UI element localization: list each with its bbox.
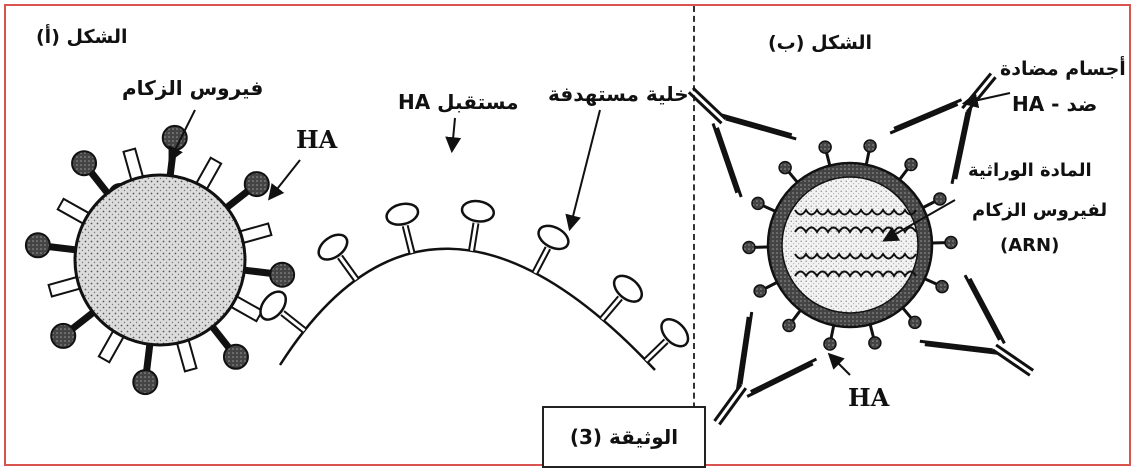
rna-strand: [794, 270, 917, 278]
ha-knob-b: [823, 337, 837, 351]
ha-knob-b: [944, 235, 958, 250]
document-caption-box: الوثيقة (3): [542, 406, 706, 468]
ha-knob-b: [935, 279, 949, 294]
antibody-arm: [954, 107, 973, 180]
antibody-arm: [720, 113, 793, 137]
ha-spike-b: [924, 277, 939, 286]
target-cell: [259, 199, 690, 371]
antibody-arm: [711, 123, 739, 194]
ha-knob-b: [904, 157, 918, 172]
antibody-arm: [725, 117, 797, 141]
antibody-stem: [713, 383, 743, 422]
antibody-stem: [687, 91, 723, 125]
antibody: [713, 311, 818, 426]
ha-knob-b: [751, 196, 765, 211]
antibody-arm: [746, 362, 814, 398]
figure-a-title: الشكل (أ): [36, 26, 128, 48]
ha-knob-b: [868, 336, 882, 350]
rna-strand: [794, 208, 917, 216]
ha-spike-b: [922, 199, 937, 209]
receptor-stem-core: [281, 311, 306, 332]
antibody-arm: [893, 98, 963, 130]
antibody-stem: [691, 86, 727, 120]
antibody-arm: [715, 127, 743, 198]
ha-knob-b: [782, 318, 796, 333]
ha-spike-b: [898, 167, 910, 181]
ha-knob: [132, 369, 159, 396]
ha-spike-b: [829, 325, 836, 340]
receptor-head: [537, 224, 570, 251]
antibody: [919, 274, 1035, 377]
antibody-arm: [950, 111, 969, 185]
ha-knob: [243, 171, 270, 198]
genetic-label-line1: المادة الوراثية: [968, 160, 1092, 181]
receptor-stem-core: [644, 340, 668, 362]
document-caption: الوثيقة (3): [569, 425, 679, 449]
antibody-arm: [968, 277, 1006, 345]
receptor-label: مستقبل HA: [398, 90, 519, 114]
ha-knob-b: [908, 315, 922, 330]
ha-knob-b: [818, 140, 832, 154]
antibody-stem: [718, 387, 748, 426]
target-cell-label: خلية مستهدفة: [548, 82, 689, 106]
pointer-arrows-b: [827, 92, 1011, 376]
receptor-stem-core: [600, 296, 622, 321]
figure-b-title: الشكل (ب): [768, 32, 873, 54]
antibody-stem: [991, 348, 1031, 377]
receptor-stem-core: [338, 255, 358, 281]
ha-knob: [50, 322, 77, 349]
ha-knob: [161, 124, 188, 151]
antibody-arm: [889, 103, 959, 135]
antibodies-label-line2: ضد - HA: [1012, 92, 1098, 116]
ha-spike: [86, 167, 111, 196]
antibody-arm: [919, 339, 993, 352]
antibody-stem: [995, 343, 1035, 372]
antibody-stem: [965, 76, 997, 113]
ha-spike-b: [868, 324, 876, 339]
antibody-arm: [963, 274, 1001, 341]
ha-knob-b: [933, 192, 947, 206]
ha-knob: [71, 150, 98, 177]
ha-knob: [24, 232, 51, 259]
ha-spike-b: [763, 281, 778, 291]
ha-knob-b: [863, 139, 877, 153]
receptor-head: [259, 290, 288, 321]
receptor-stem-core: [403, 225, 414, 254]
ha-spike-b: [787, 170, 799, 184]
receptor-head: [660, 318, 690, 348]
ha-spike-b: [790, 309, 802, 323]
pointer-arrows-a: [168, 109, 601, 232]
ha-knob-b: [742, 240, 756, 255]
virus-particle: [24, 124, 296, 396]
virus-label: فيروس الزكام: [122, 76, 264, 100]
antibody: [687, 86, 797, 198]
ha-knob-b: [778, 160, 792, 175]
receptor-head: [612, 274, 644, 303]
receptor-stem-core: [533, 247, 550, 274]
antibody-arm: [739, 311, 754, 385]
ha-spike-b: [864, 150, 871, 165]
rna-strand: [794, 252, 917, 260]
ha-spike-b: [824, 151, 832, 166]
receptor-stem-core: [470, 222, 478, 251]
ha-knob-b: [753, 284, 767, 298]
ha-label-b: HA: [848, 383, 890, 412]
antibody-arm: [924, 343, 998, 355]
receptor-head: [385, 202, 420, 226]
genetic-label-line3: (ARN): [1000, 235, 1060, 256]
neutralized-virus: [687, 72, 1035, 426]
antibody-arm: [750, 357, 818, 393]
ha-knob: [222, 343, 249, 370]
ha-spike-b: [761, 204, 776, 213]
antibodies-label-line1: أجسام مضادة: [1000, 58, 1126, 80]
antibody-arm: [735, 316, 750, 390]
genetic-label-line2: لفيروس الزكام: [972, 200, 1108, 221]
ha-knob: [269, 261, 296, 288]
ha-label-a: HA: [296, 125, 338, 154]
panel-divider: [693, 6, 695, 468]
ha-spike-b: [901, 306, 913, 320]
receptor-head: [460, 199, 496, 223]
receptor-head: [317, 233, 349, 261]
